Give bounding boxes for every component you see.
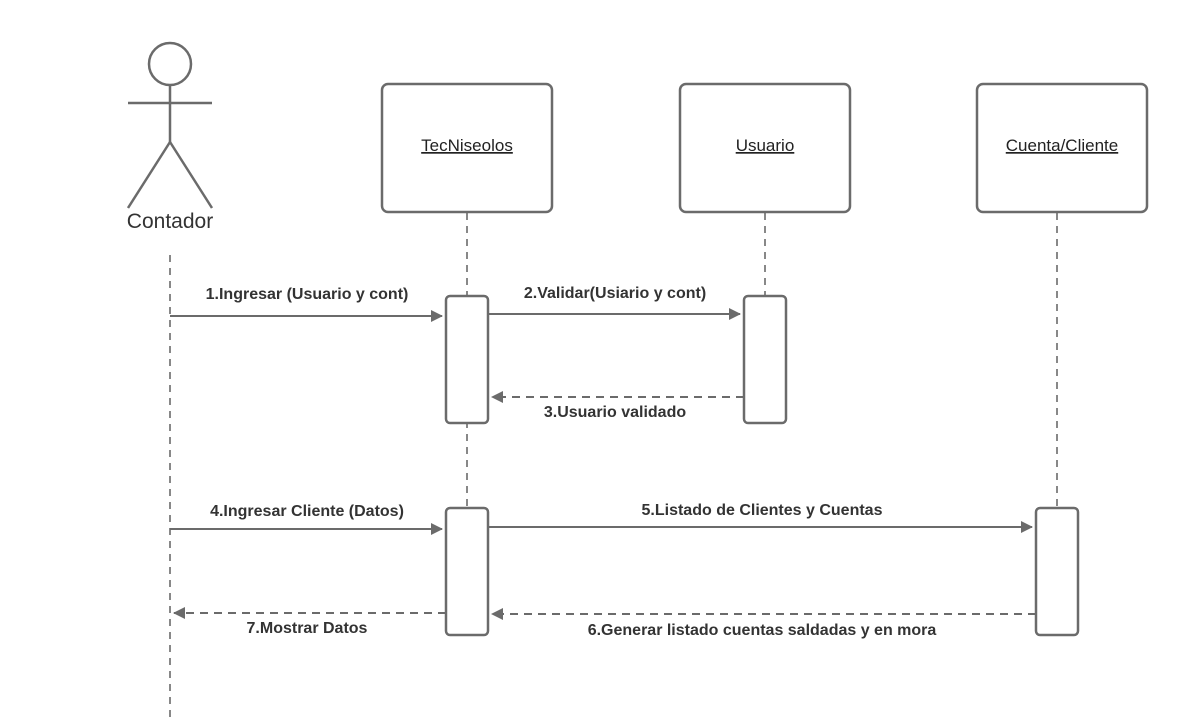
message-2: 2.Validar(Usiario y cont) [488,285,741,320]
activation-tecniseolos-1 [444,294,490,425]
message-7: 7.Mostrar Datos [173,607,446,637]
message-label: 4.Ingresar Cliente (Datos) [210,503,404,520]
participant-cuenta-cliente: Cuenta/Cliente [975,82,1149,214]
participant-label: TecNiseolos [421,136,513,155]
participant-box [678,82,852,214]
actor-right-leg [168,141,214,209]
message-5: 5.Listado de Clientes y Cuentas [488,502,1033,533]
message-label: 1.Ingresar (Usuario y cont) [206,286,409,303]
activation-tecniseolos-2 [444,506,490,637]
message-label: 3.Usuario validado [544,404,686,421]
participant-tecniseolos: TecNiseolos [380,82,554,214]
message-label: 5.Listado de Clientes y Cuentas [642,502,883,519]
participant-box [975,82,1149,214]
actor-label: Contador [127,210,213,233]
message-1: 1.Ingresar (Usuario y cont) [170,286,443,322]
message-label: 2.Validar(Usiario y cont) [524,285,706,302]
participant-box [380,82,554,214]
actor-head [147,41,193,87]
message-3: 3.Usuario validado [491,391,744,421]
participant-label: Usuario [736,136,795,155]
participant-usuario: Usuario [678,82,852,214]
message-4: 4.Ingresar Cliente (Datos) [170,503,443,535]
participant-label: Cuenta/Cliente [1006,136,1118,155]
message-label: 7.Mostrar Datos [247,620,368,637]
message-label: 6.Generar listado cuentas saldadas y en … [588,622,937,639]
activation-usuario [742,294,788,425]
actor-left-leg [126,141,172,209]
message-6: 6.Generar listado cuentas saldadas y en … [491,608,1036,639]
actor-contador: Contador [126,41,214,233]
activation-cuenta-cliente [1034,506,1080,637]
